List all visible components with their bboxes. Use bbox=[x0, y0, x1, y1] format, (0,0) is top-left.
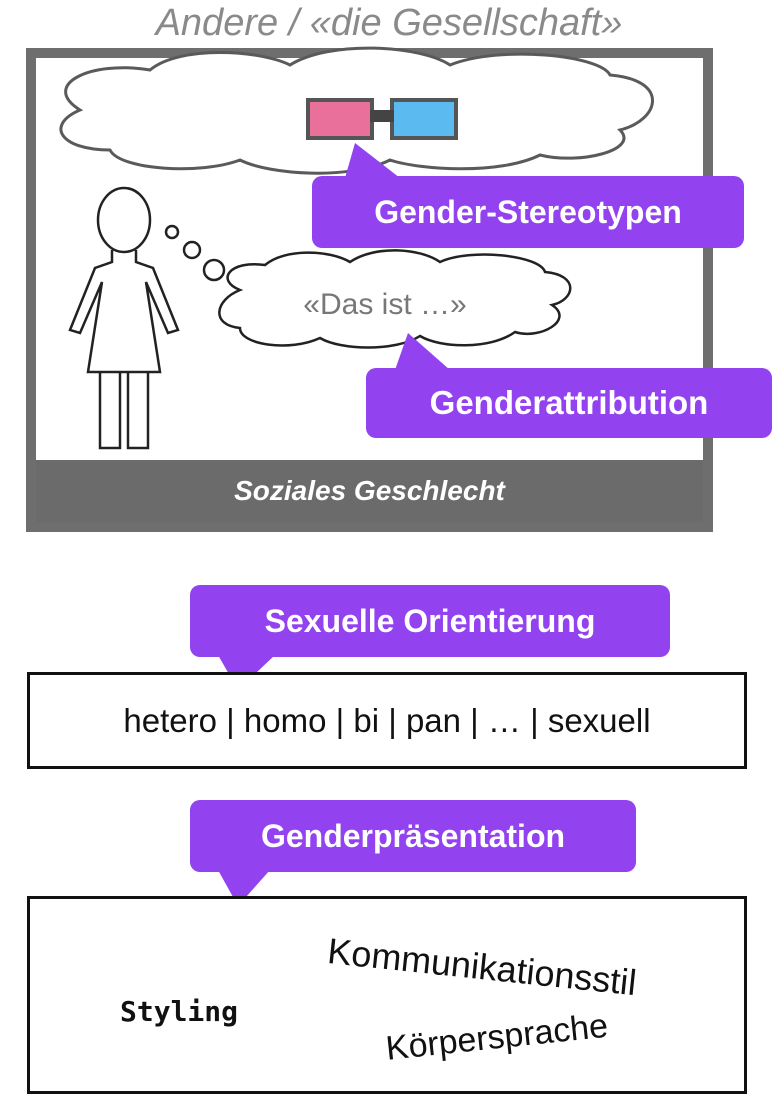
society-footer: Soziales Geschlecht bbox=[36, 460, 703, 522]
thought-dot bbox=[182, 240, 202, 260]
stereotype-pointer bbox=[345, 143, 400, 178]
sexual-orientation-label: Sexuelle Orientierung bbox=[190, 585, 670, 657]
person-icon bbox=[68, 186, 180, 450]
orientation-text: hetero | homo | bi | pan | … | sexuell bbox=[123, 702, 651, 739]
glasses-icon bbox=[306, 98, 458, 140]
thought-cloud bbox=[218, 249, 572, 349]
presentation-box bbox=[27, 896, 747, 1094]
thought-dot bbox=[164, 224, 180, 240]
attribution-pointer bbox=[395, 333, 450, 370]
thought-dot bbox=[202, 258, 226, 282]
orientation-box bbox=[27, 672, 747, 769]
gender-attribution-label: Genderattribution bbox=[366, 368, 772, 438]
society-title: Andere / «die Gesellschaft» bbox=[155, 2, 623, 44]
gender-presentation-label: Genderpräsentation bbox=[190, 800, 636, 872]
gender-stereotypes-label: Gender-Stereotypen bbox=[312, 176, 744, 248]
presentation-pointer bbox=[218, 870, 270, 906]
styling-label: Styling bbox=[120, 995, 239, 1028]
thought-text: «Das ist …» bbox=[303, 288, 467, 321]
